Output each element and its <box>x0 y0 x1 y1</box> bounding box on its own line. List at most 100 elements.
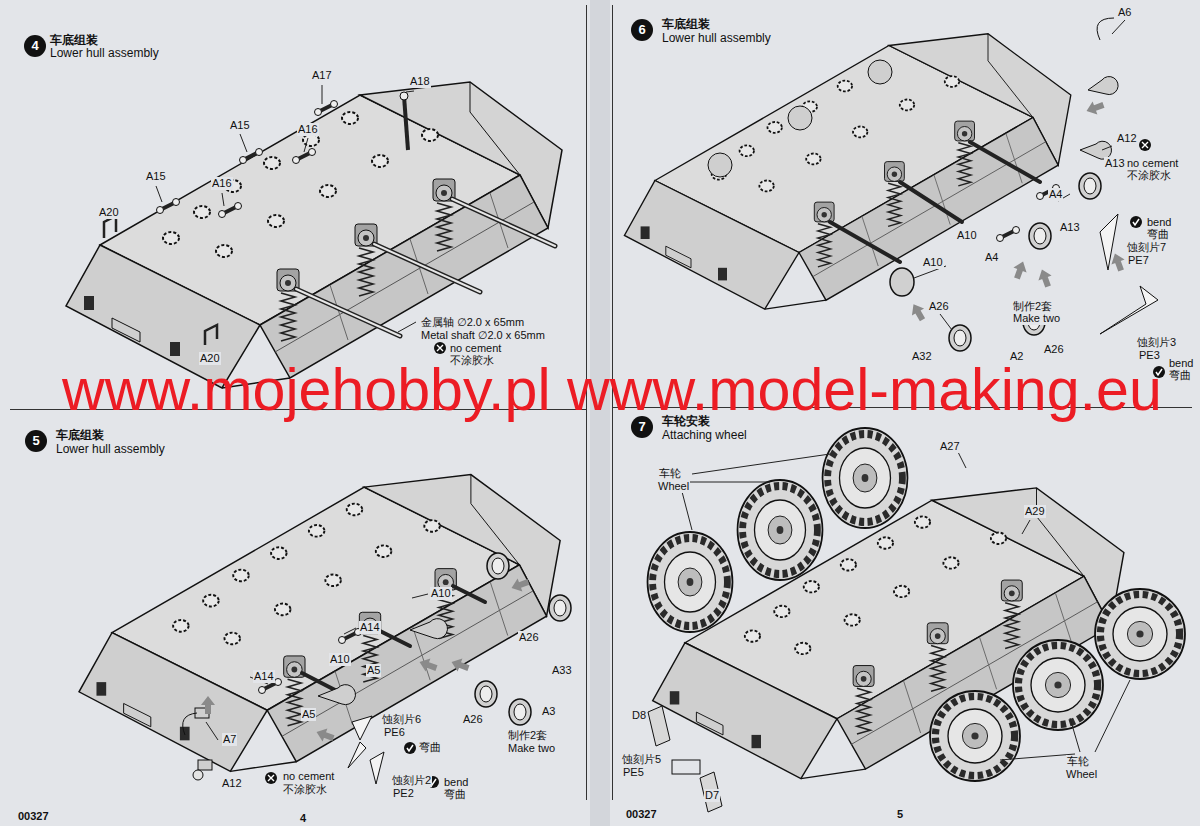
photo-etch-part <box>370 752 384 784</box>
metal-shaft <box>374 244 480 292</box>
leader-lines <box>1022 520 1030 534</box>
grab-handle <box>104 216 116 238</box>
callout-number: A26 <box>518 631 540 644</box>
note: 不涂胶水 <box>282 783 328 796</box>
step-6-illustration <box>624 34 1070 309</box>
part-name: Wheel <box>1065 768 1098 781</box>
callout-number: A3 <box>541 705 556 718</box>
leader-lines <box>1000 754 1075 760</box>
step-4-illustration <box>434 342 446 354</box>
long-arm <box>400 92 408 100</box>
photo-etch-part <box>1100 286 1158 334</box>
step-5-illustration <box>79 475 571 788</box>
callout-number: A13 <box>1059 221 1081 234</box>
callout-number: A13 <box>1104 157 1126 170</box>
page-number: 4 <box>299 812 307 825</box>
callout-number: A15 <box>145 170 167 183</box>
stub-axle <box>378 630 410 646</box>
callout-number: A5 <box>366 664 381 677</box>
stub-axle <box>970 142 1040 182</box>
step-5-illustration <box>314 725 336 744</box>
photo-etch-part <box>672 760 700 774</box>
step-6-illustration <box>997 227 1020 242</box>
step-6-illustration <box>1029 223 1051 249</box>
stub-axle <box>302 586 485 690</box>
leader-lines <box>156 186 162 202</box>
bracket-part <box>198 760 212 770</box>
note: Make two <box>507 742 556 755</box>
step-title-cn: 车底组装 <box>50 33 98 47</box>
step-6-illustration <box>1035 267 1054 289</box>
step-6-illustration <box>1130 216 1142 228</box>
leader-lines <box>304 138 308 152</box>
step-number: 4 <box>24 35 46 57</box>
leader-lines <box>206 722 218 740</box>
pe-part: 蚀刻片5 <box>621 753 662 766</box>
metal-shaft <box>374 244 480 292</box>
callout-number: A27 <box>939 440 961 453</box>
leader-lines <box>1102 146 1112 150</box>
step-title-cn: 车底组装 <box>56 428 104 442</box>
long-arm <box>404 96 408 150</box>
leader-lines <box>940 314 952 330</box>
pe-part: PE5 <box>622 766 645 779</box>
step-number: 6 <box>631 19 653 41</box>
leader-lines <box>1070 718 1080 752</box>
step-6-illustration <box>1079 173 1101 199</box>
stub-axle <box>830 222 900 262</box>
callout-number: A10 <box>329 653 351 666</box>
suspension-arm <box>1088 77 1118 95</box>
hub-stub <box>788 106 812 130</box>
photo-etch-part <box>1100 286 1158 334</box>
step-4-illustration <box>315 101 338 116</box>
step-6-illustration <box>1084 98 1106 117</box>
callout-number: A18 <box>409 75 431 88</box>
step-title-en: Lower hull assembly <box>662 31 771 45</box>
leader-lines <box>322 85 323 104</box>
leader-lines <box>406 91 414 92</box>
part-name: Wheel <box>657 480 690 493</box>
suspension-arm <box>318 685 355 705</box>
step-title-en: Lower hull assembly <box>56 442 165 456</box>
callout-number: A10 <box>430 587 452 600</box>
photo-etch-part <box>370 752 384 784</box>
callout-number: A33 <box>551 664 573 677</box>
step-7-illustration <box>1013 640 1103 730</box>
step-5-illustration <box>509 575 531 594</box>
stub-axle <box>830 142 1040 262</box>
leader-lines <box>692 454 830 474</box>
step-7-illustration <box>653 488 1124 779</box>
step-7-illustration <box>823 428 908 528</box>
hub-stub <box>708 60 892 177</box>
step-5-illustration <box>404 742 416 754</box>
pe-part: PE2 <box>392 787 415 800</box>
pe-part: 蚀刻片3 <box>1136 336 1177 349</box>
callout-number: A7 <box>222 733 237 746</box>
metal-shaft <box>452 199 555 246</box>
step-4-illustration <box>240 149 263 164</box>
leader-lines <box>206 594 428 740</box>
suspension-arm <box>318 685 355 705</box>
step-7-illustration <box>930 691 1020 781</box>
callout-number: A16 <box>211 177 233 190</box>
step-5-illustration <box>265 772 277 784</box>
step-title-en: Attaching wheel <box>662 428 747 442</box>
leader-lines <box>958 452 966 468</box>
suspension-arm <box>410 619 447 639</box>
stub-axle <box>453 586 485 602</box>
bracket-part <box>193 760 212 780</box>
step-4-illustration <box>219 203 242 218</box>
step-6-illustration <box>1108 251 1127 273</box>
leader-lines <box>680 452 1130 760</box>
note: Make two <box>1012 312 1061 325</box>
step-7-illustration <box>648 532 733 632</box>
step-number-text: 7 <box>638 420 645 434</box>
wheel-hub <box>890 268 914 296</box>
leader-lines <box>1095 680 1130 752</box>
part-name: 车轮 <box>658 467 682 480</box>
note: 弯曲 <box>1168 369 1192 382</box>
step-number-text: 6 <box>638 23 645 37</box>
pe-part: 蚀刻片7 <box>1126 241 1167 254</box>
pe-part: PE6 <box>383 726 406 739</box>
step-number: 5 <box>25 430 47 452</box>
